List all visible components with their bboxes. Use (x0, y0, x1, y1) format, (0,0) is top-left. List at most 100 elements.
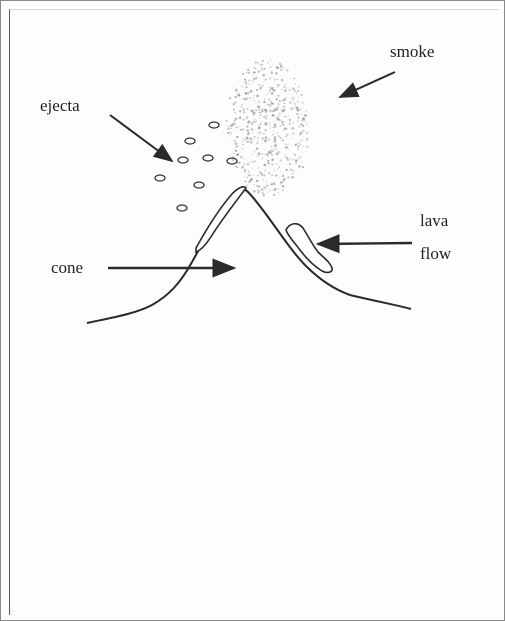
smoke-speck (257, 100, 261, 104)
ejecta-label: ejecta (40, 96, 80, 115)
smoke-speck (251, 80, 254, 83)
smoke-speck (300, 107, 303, 110)
smoke-speck (257, 167, 260, 169)
smoke-speck (244, 80, 248, 84)
smoke-speck (257, 192, 260, 194)
smoke-speck (259, 64, 261, 66)
smoke-speck (256, 155, 259, 158)
smoke-speck (270, 153, 274, 157)
smoke-speck (252, 77, 256, 81)
smoke-speck (272, 133, 274, 135)
ejecta-particle (193, 181, 205, 189)
smoke-speck (233, 139, 236, 142)
smoke-speck (275, 72, 278, 75)
smoke-speck (268, 138, 271, 141)
smoke-speck (266, 103, 269, 106)
smoke-speck (282, 178, 286, 182)
smoke-speck (273, 188, 277, 191)
smoke-speck (263, 174, 266, 177)
smoke-speck (245, 97, 248, 100)
smoke-speck (290, 107, 294, 111)
smoke-speck (233, 119, 237, 122)
smoke-speck (243, 111, 246, 114)
smoke-speck (240, 105, 243, 108)
smoke-speck (269, 124, 271, 127)
smoke-speck (258, 185, 261, 188)
smoke-speck (271, 134, 273, 136)
smoke-speck (234, 142, 238, 145)
cone-label: cone (51, 258, 84, 277)
smoke-speck (288, 89, 291, 91)
smoke-speck (234, 101, 237, 104)
smoke-speck (296, 112, 299, 116)
smoke-speck (237, 93, 241, 97)
smoke-speck (257, 174, 259, 177)
smoke-speck (281, 189, 284, 192)
smoke-speck (273, 120, 276, 123)
smoke-speck (239, 116, 242, 119)
smoke-speck (292, 158, 295, 161)
smoke-speck (263, 148, 265, 150)
smoke-speck (262, 84, 265, 87)
smoke-speck (235, 165, 238, 168)
smoke-speck (237, 161, 240, 165)
smoke-speck (257, 84, 260, 87)
smoke-speck (293, 107, 295, 109)
smoke-speck (253, 100, 255, 102)
smoke-speck (268, 86, 271, 89)
smoke-speck (246, 140, 250, 143)
smoke-speck (226, 127, 230, 131)
smoke-speck (271, 114, 275, 117)
smoke-speck (260, 86, 262, 88)
smoke-speck (259, 131, 262, 134)
smoke-speck (237, 125, 240, 128)
smoke-speck (277, 192, 280, 194)
smoke-speck (275, 152, 279, 156)
smoke-speck (247, 173, 250, 177)
smoke-speck (277, 114, 280, 118)
lava-flow-arrow (315, 234, 413, 254)
smoke-speck (235, 126, 237, 129)
smoke-speck (284, 97, 287, 100)
smoke-speck (234, 146, 237, 148)
smoke-speck (270, 59, 272, 62)
smoke-speck (279, 136, 282, 140)
smoke-speck (238, 110, 242, 113)
smoke-speck (269, 66, 272, 69)
smoke-speck (271, 174, 273, 176)
smoke-speck (239, 128, 242, 132)
smoke-speck (260, 110, 264, 113)
smoke-speck (289, 120, 291, 122)
smoke-speck (261, 108, 263, 110)
smoke-speck (252, 160, 255, 163)
smoke-speck (276, 167, 279, 170)
smoke-speck (261, 109, 265, 112)
smoke-speck (297, 100, 299, 103)
smoke-speck (262, 185, 266, 188)
smoke-speck (265, 124, 268, 126)
smoke-speck (252, 189, 256, 193)
smoke-speck (285, 168, 288, 172)
lava-flow-label-line1: lava (420, 211, 449, 230)
smoke-plume (225, 59, 309, 197)
smoke-speck (247, 68, 250, 71)
smoke-speck (302, 117, 306, 120)
smoke-speck (298, 109, 301, 112)
smoke-speck (268, 98, 270, 101)
smoke-speck (230, 127, 232, 129)
smoke-speck (245, 82, 248, 85)
smoke-speck (264, 169, 266, 172)
smoke-speck (241, 85, 244, 88)
smoke-speck (242, 97, 244, 100)
smoke-speck (240, 167, 243, 169)
smoke-speck (297, 116, 300, 119)
smoke-speck (287, 159, 289, 161)
smoke-speck (285, 87, 287, 90)
smoke-speck (242, 118, 245, 121)
smoke-speck (263, 163, 267, 167)
smoke-speck (246, 71, 248, 74)
smoke-speck (302, 124, 305, 128)
smoke-speck (249, 97, 251, 100)
smoke-speck (270, 145, 273, 148)
smoke-speck (246, 108, 249, 110)
